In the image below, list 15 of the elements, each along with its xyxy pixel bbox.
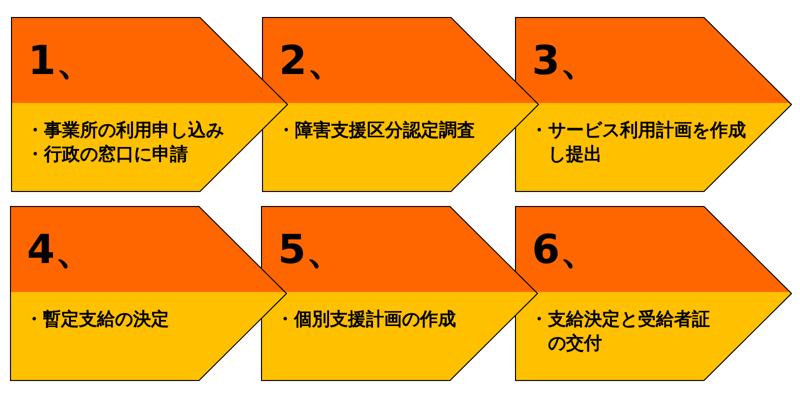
step-number: 2、 <box>279 39 347 83</box>
step-text: ・事業所の利用申し込み <box>26 119 225 143</box>
step-text: ・行政の窓口に申請 <box>26 143 189 167</box>
step-number: 3、 <box>532 39 600 83</box>
step-number: 1、 <box>28 39 96 83</box>
step-text: ・支給決定と受給者証の交付 <box>530 308 711 356</box>
step-text: ・暫定支給の決定 <box>25 308 170 332</box>
chevron-box <box>515 17 792 192</box>
step-number: 4、 <box>27 228 95 272</box>
step-text: ・個別支援計画の作成 <box>276 308 457 332</box>
step-text: ・サービス利用計画を作成し提出 <box>530 119 747 167</box>
chevron-box <box>515 206 792 381</box>
step-text: ・障害支援区分認定調査 <box>277 119 476 143</box>
step-number: 6、 <box>532 228 600 272</box>
step-number: 5、 <box>278 228 346 272</box>
